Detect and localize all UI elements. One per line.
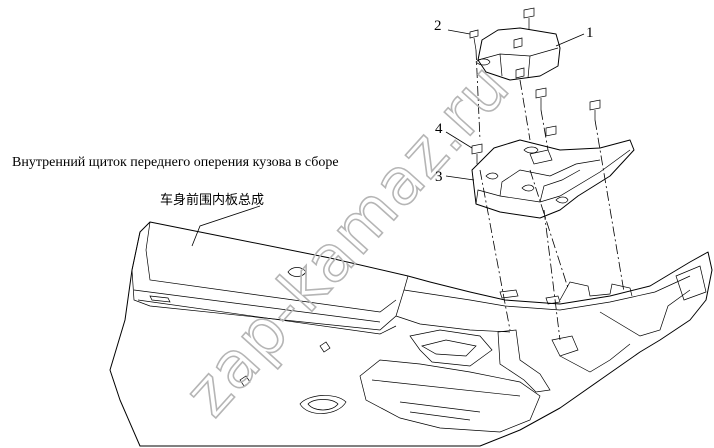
top-cover	[477, 27, 561, 81]
callout-3: 3	[435, 169, 443, 185]
watermark: zap-kamaz.ru	[171, 50, 524, 431]
dash-panel-assembly	[109, 221, 713, 447]
callout-2: 2	[434, 18, 442, 34]
assembly-center-lines	[475, 49, 625, 341]
callout-1: 1	[586, 25, 594, 41]
callout-4: 4	[435, 121, 443, 137]
assembly-caption-ru: Внутренний щиток переднего оперения кузо…	[12, 155, 339, 170]
assembly-label-cn: 车身前围内板总成	[160, 192, 264, 208]
fasteners	[469, 7, 601, 164]
callout-leaders	[191, 29, 585, 247]
mounting-bracket	[471, 139, 635, 219]
